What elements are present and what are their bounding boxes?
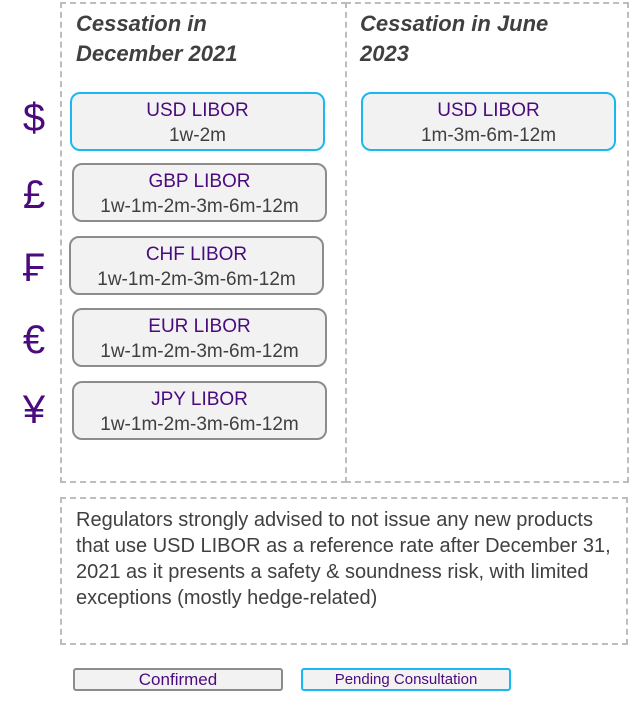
rate-name: GBP LIBOR	[148, 171, 251, 192]
rate-name: JPY LIBOR	[151, 389, 248, 410]
dollar-icon: $	[22, 96, 46, 140]
pound-icon: £	[22, 173, 46, 217]
jpy-libor-box: JPY LIBOR 1w-1m-2m-3m-6m-12m	[72, 381, 327, 440]
eur-libor-box: EUR LIBOR 1w-1m-2m-3m-6m-12m	[72, 308, 327, 367]
rate-name: CHF LIBOR	[145, 244, 248, 265]
chf-libor-box: CHF LIBOR 1w-1m-2m-3m-6m-12m	[69, 236, 324, 295]
yen-icon: ¥	[22, 388, 46, 432]
rate-tenors: 1w-1m-2m-3m-6m-12m	[100, 196, 299, 217]
euro-icon: €	[22, 318, 46, 362]
header-june-2023: Cessation in June 2023	[360, 11, 549, 66]
regulatory-note: Regulators strongly advised to not issue…	[60, 497, 628, 645]
rate-tenors: 1w-1m-2m-3m-6m-12m	[100, 414, 299, 435]
franc-icon: ₣	[22, 246, 46, 290]
gbp-libor-box: GBP LIBOR 1w-1m-2m-3m-6m-12m	[72, 163, 327, 222]
legend-confirmed: Confirmed	[73, 668, 283, 691]
rate-name: USD LIBOR	[146, 100, 249, 121]
rate-name: EUR LIBOR	[148, 316, 251, 337]
rate-tenors: 1m-3m-6m-12m	[420, 125, 557, 146]
rate-tenors: 1w-1m-2m-3m-6m-12m	[97, 269, 296, 290]
column-june-2023	[345, 2, 629, 483]
rate-tenors: 1w-1m-2m-3m-6m-12m	[100, 341, 299, 362]
usd-libor-2023-box: USD LIBOR 1m-3m-6m-12m	[361, 92, 616, 151]
column-december-2021	[60, 2, 347, 483]
legend-pending-consultation: Pending Consultation	[301, 668, 511, 691]
rate-tenors: 1w-2m	[168, 125, 226, 146]
rate-name: USD LIBOR	[437, 100, 540, 121]
header-december-2021: Cessation in December 2021	[76, 11, 238, 66]
usd-libor-2021-box: USD LIBOR 1w-2m	[70, 92, 325, 151]
